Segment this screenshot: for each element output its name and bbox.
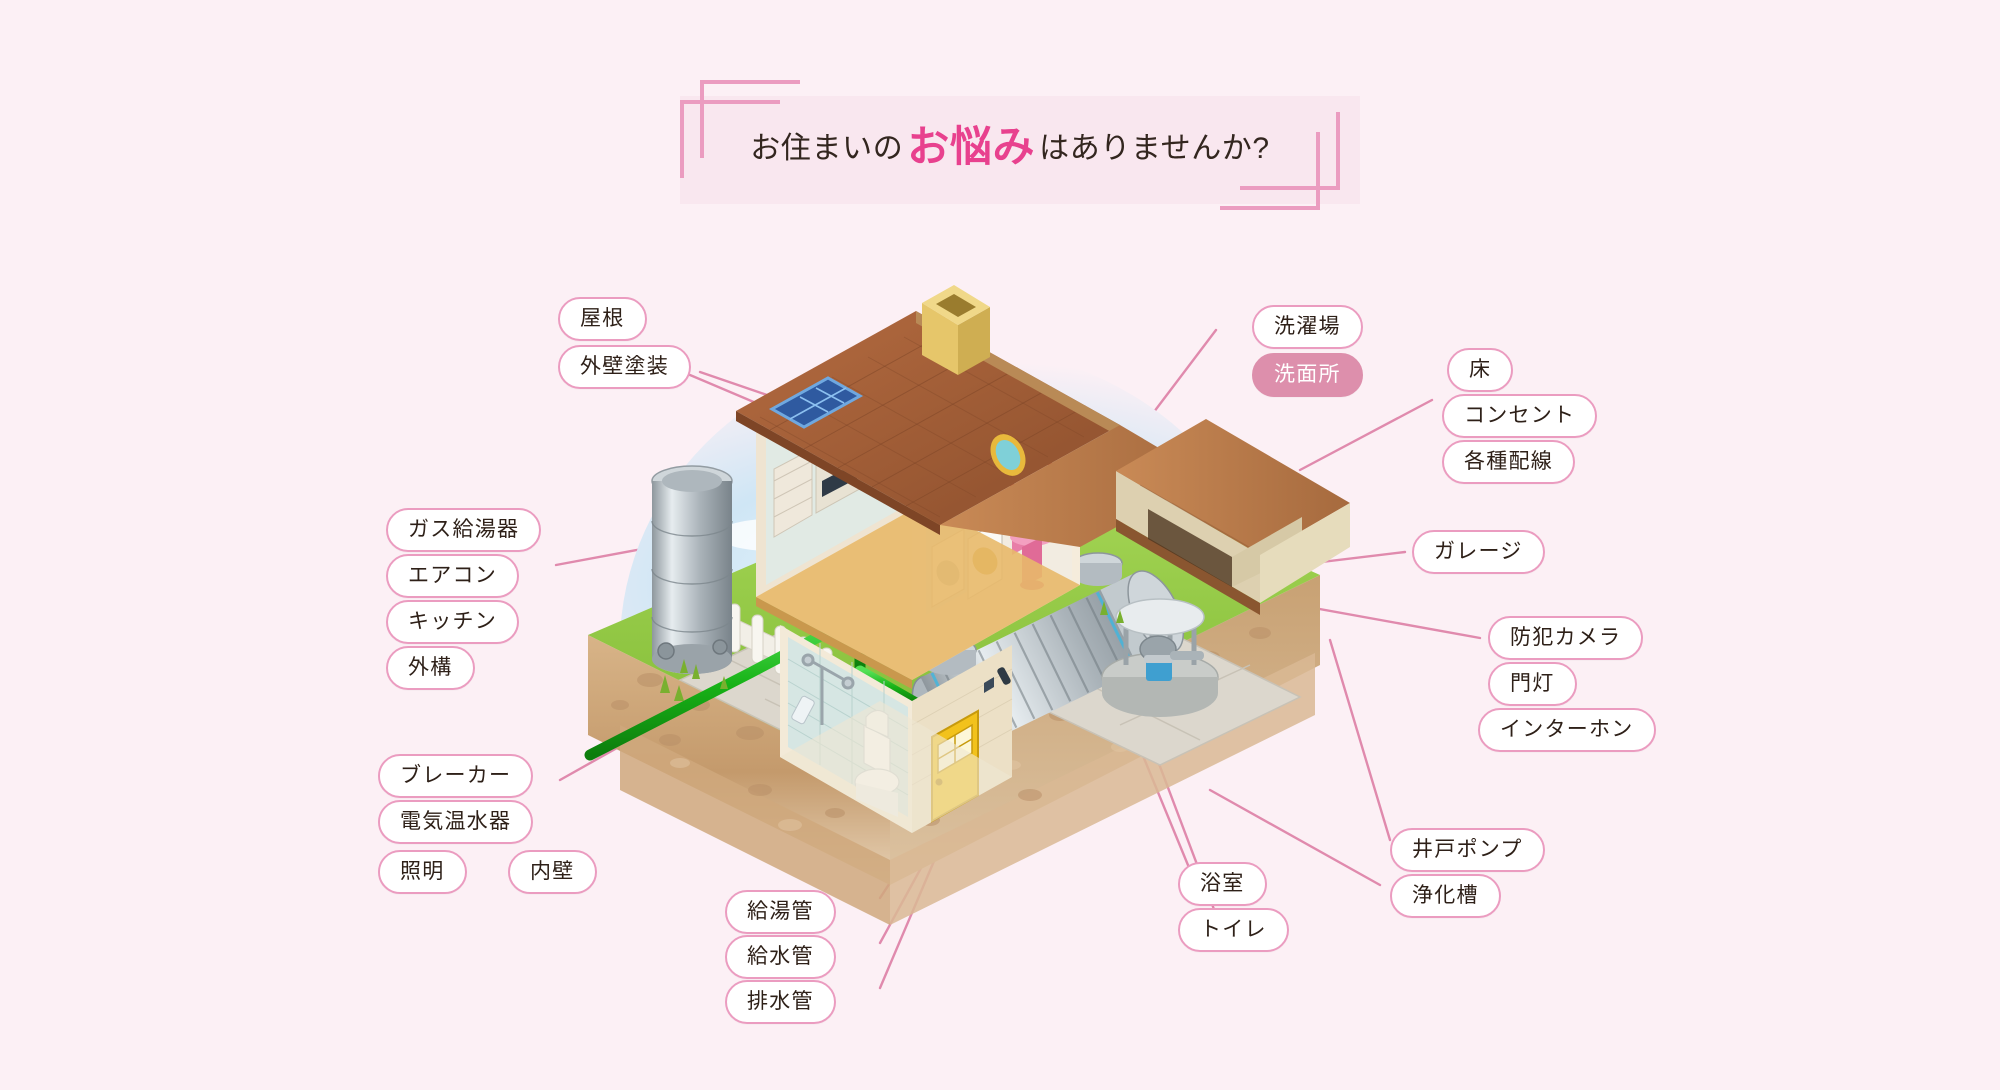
- label-washroom[interactable]: 洗面所: [1252, 353, 1363, 398]
- label-inner-wall[interactable]: 内壁: [508, 850, 597, 895]
- shower-fittings: [801, 653, 855, 725]
- garage: [1116, 419, 1350, 615]
- bathroom-block: [780, 625, 1013, 833]
- main-house: [736, 285, 1208, 689]
- label-intercom[interactable]: インターホン: [1478, 708, 1656, 753]
- label-aircon[interactable]: エアコン: [386, 554, 520, 599]
- label-water-heater[interactable]: 電気温水器: [378, 800, 534, 845]
- label-cctv[interactable]: 防犯カメラ: [1488, 616, 1644, 661]
- label-septic[interactable]: 浄化槽: [1390, 874, 1501, 919]
- label-garage[interactable]: ガレージ: [1412, 530, 1545, 575]
- title-text-before: お住まいの: [750, 132, 904, 165]
- page-title: お住まいのお悩みはありませんか?: [660, 80, 1360, 210]
- label-gate-light[interactable]: 門灯: [1488, 662, 1577, 707]
- label-breaker[interactable]: ブレーカー: [378, 754, 534, 799]
- underground-water-tank: [651, 465, 733, 674]
- label-roof[interactable]: 屋根: [558, 297, 647, 342]
- label-water-pipe[interactable]: 給水管: [725, 935, 836, 980]
- label-kitchen[interactable]: キッチン: [386, 600, 520, 645]
- label-bathroom[interactable]: 浴室: [1178, 862, 1267, 907]
- grass-tufts: [660, 601, 1124, 701]
- solar-panel: [768, 376, 864, 429]
- label-toilet[interactable]: トイレ: [1178, 908, 1289, 953]
- label-well-pump[interactable]: 井戸ポンプ: [1390, 828, 1545, 873]
- label-hot-pipe[interactable]: 給湯管: [725, 890, 836, 935]
- round-window: [990, 434, 1026, 476]
- chimney: [922, 285, 990, 375]
- label-gas-heater[interactable]: ガス給湯器: [386, 508, 542, 553]
- label-laundry[interactable]: 洗濯場: [1252, 305, 1363, 350]
- label-lighting[interactable]: 照明: [378, 850, 467, 895]
- house-illustration: [560, 285, 1460, 925]
- label-drain-pipe[interactable]: 排水管: [725, 980, 836, 1025]
- label-exterior[interactable]: 外構: [386, 646, 475, 691]
- label-wall-paint[interactable]: 外壁塗装: [558, 345, 692, 390]
- label-floor[interactable]: 床: [1447, 348, 1514, 393]
- title-banner: お住まいのお悩みはありませんか?: [660, 80, 1360, 210]
- well-pump: [1101, 598, 1219, 717]
- label-outlet[interactable]: コンセント: [1442, 394, 1598, 439]
- title-text-accent: お悩み: [907, 123, 1036, 170]
- label-wiring[interactable]: 各種配線: [1442, 440, 1576, 485]
- title-text-after: はありませんか?: [1039, 132, 1270, 165]
